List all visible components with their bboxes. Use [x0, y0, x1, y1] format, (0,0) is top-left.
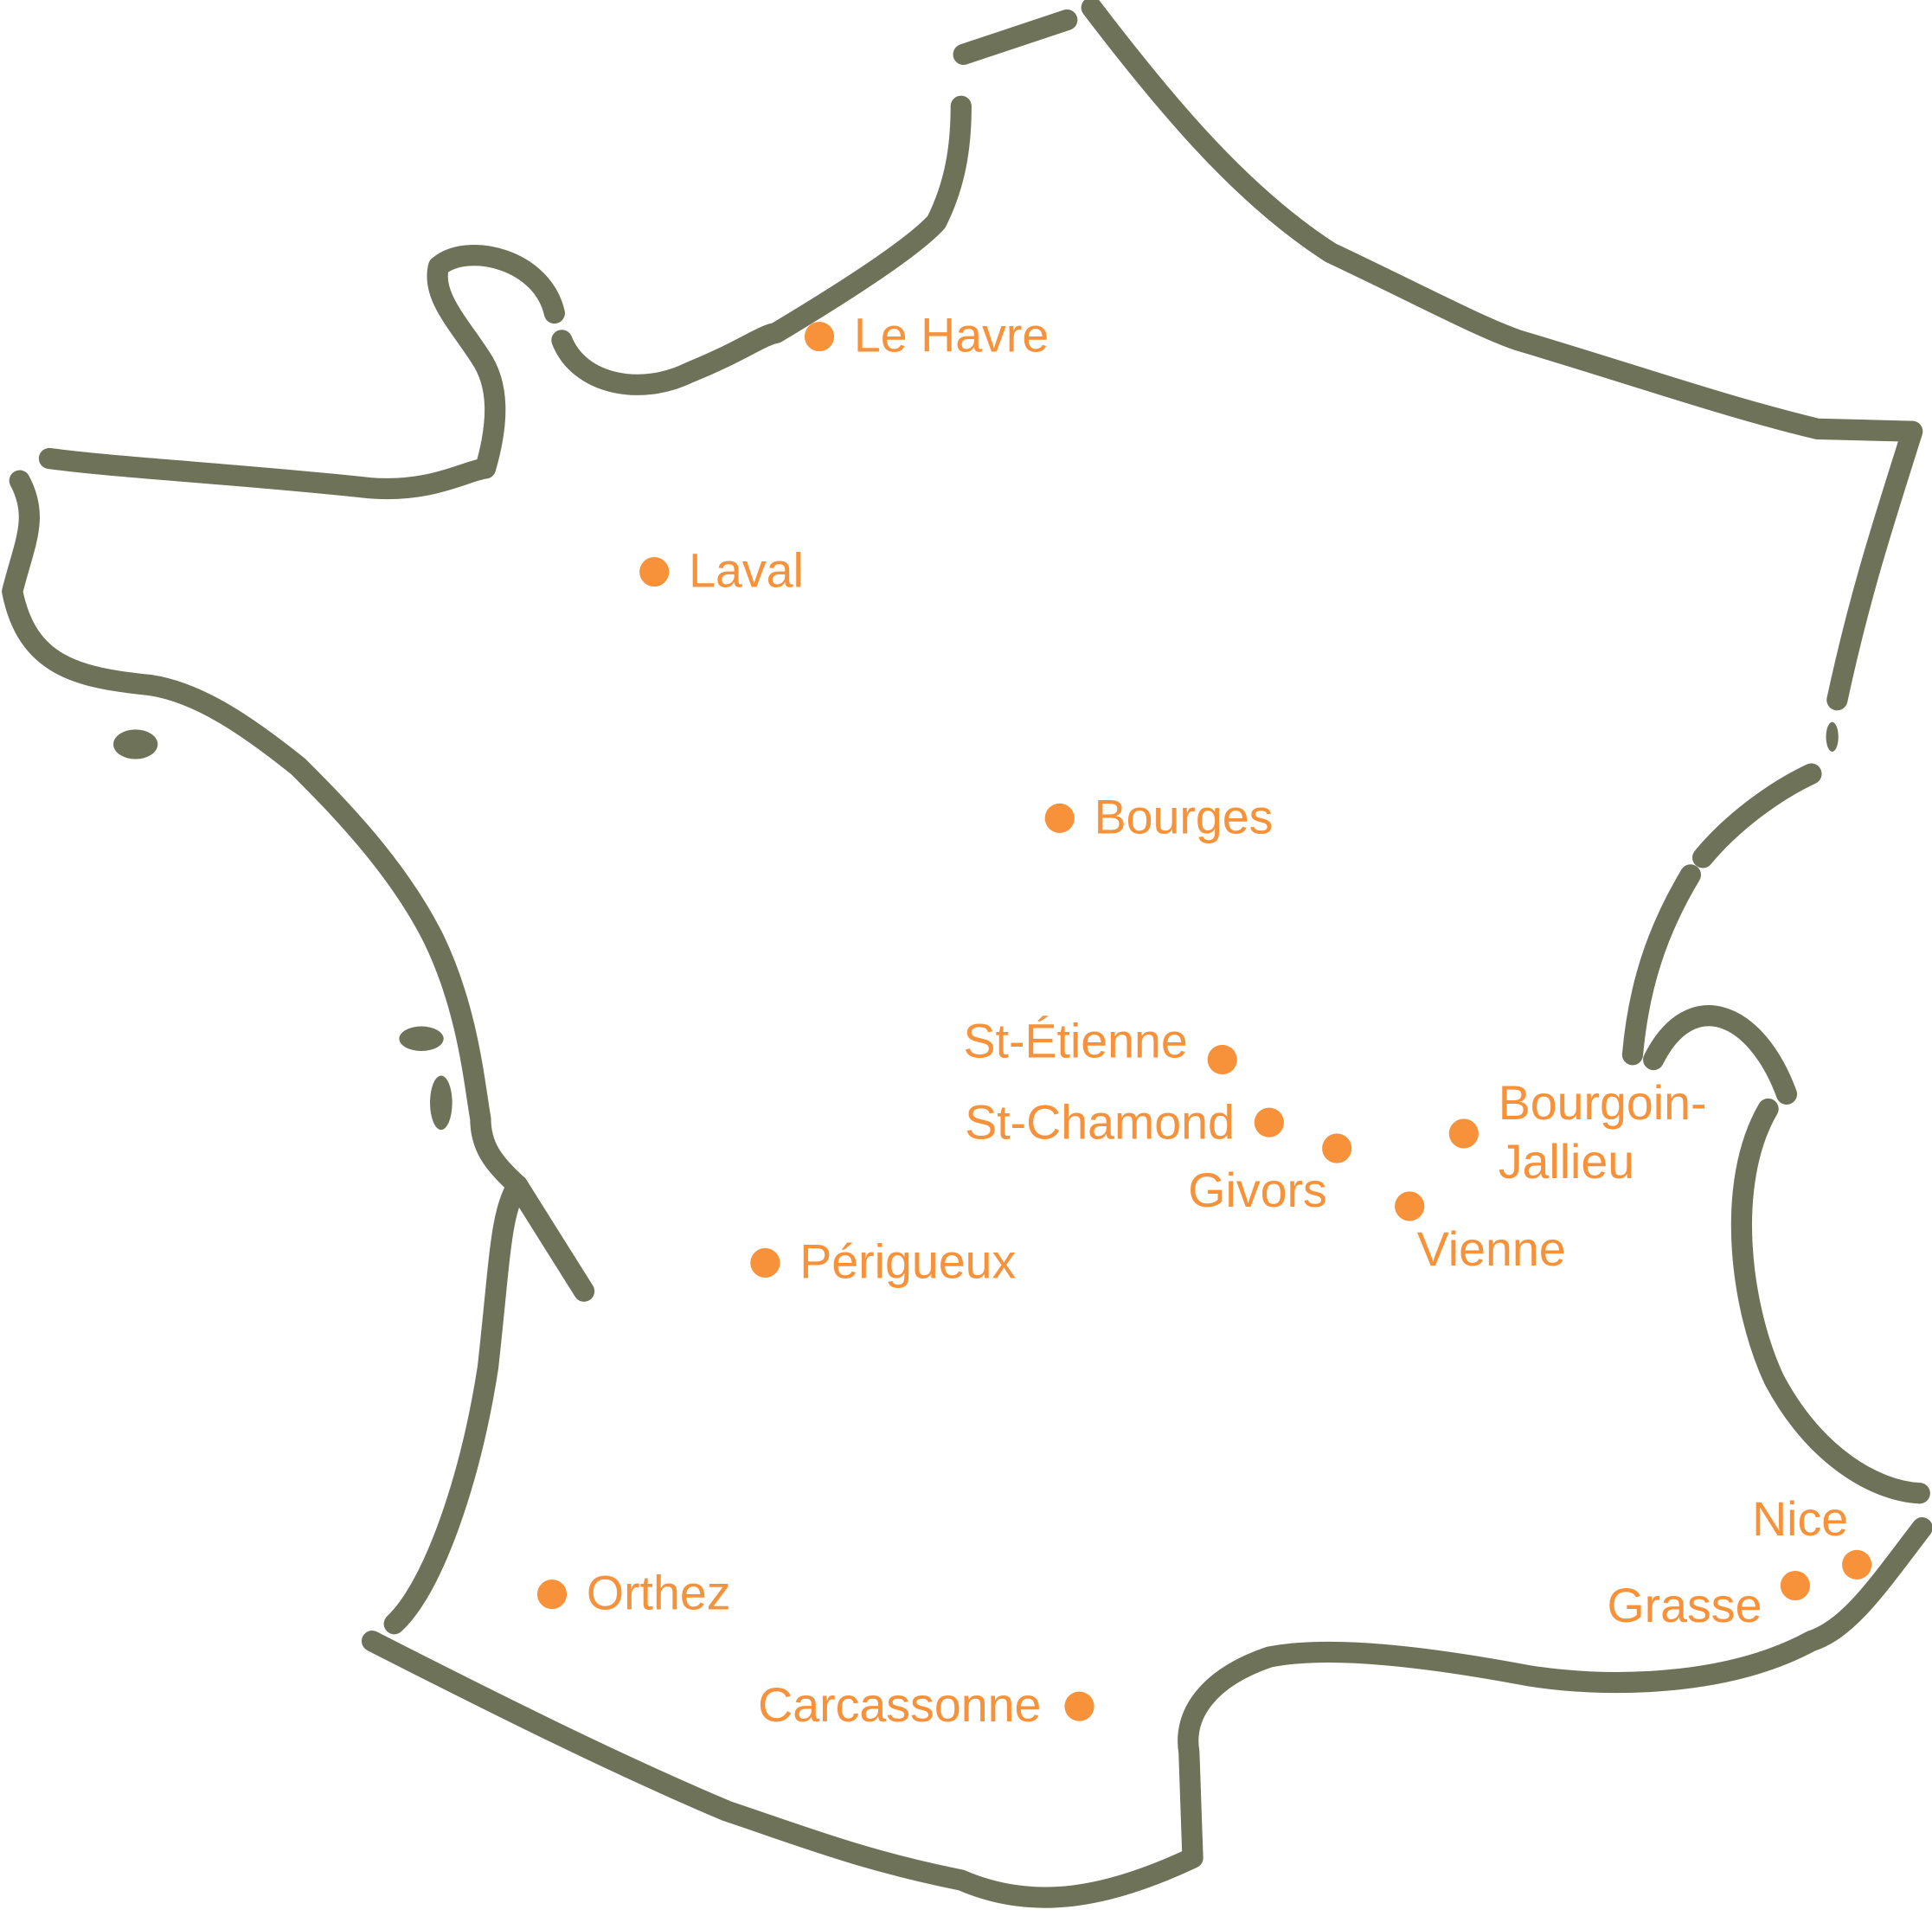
- city-label: Grasse: [1607, 1579, 1762, 1632]
- lake-marker: [1826, 721, 1839, 752]
- city-marker[interactable]: [1395, 1191, 1425, 1221]
- city-laval[interactable]: Laval: [639, 544, 804, 598]
- city-label: St-Étienne: [964, 1015, 1188, 1068]
- city-label-line2: Jallieu: [1499, 1135, 1634, 1189]
- city-label: Périgueux: [799, 1234, 1016, 1288]
- city-marker[interactable]: [1207, 1044, 1237, 1075]
- city-label: Vienne: [1417, 1222, 1566, 1276]
- city-label-line1: Bourgoin-: [1499, 1076, 1707, 1130]
- island-belle-ile: [113, 729, 158, 759]
- city-marker[interactable]: [1842, 1549, 1872, 1580]
- city-bourges[interactable]: Bourges: [1044, 790, 1274, 843]
- city-marker[interactable]: [750, 1247, 780, 1278]
- city-marker[interactable]: [1044, 803, 1075, 833]
- city-label: Le Havre: [854, 309, 1049, 362]
- city-st-chamond[interactable]: St-Chamond: [965, 1096, 1284, 1150]
- city-label: St-Chamond: [965, 1096, 1235, 1150]
- city-grasse[interactable]: Grasse: [1607, 1570, 1811, 1632]
- city-marker[interactable]: [1322, 1133, 1352, 1163]
- city-orthez[interactable]: Orthez: [536, 1567, 731, 1620]
- city-bourgoin-jallieu[interactable]: Bourgoin- Jallieu: [1448, 1076, 1707, 1189]
- island-re: [399, 1026, 444, 1052]
- city-label: Givors: [1188, 1163, 1326, 1217]
- city-nice[interactable]: Nice: [1752, 1492, 1872, 1580]
- city-label: Bourges: [1094, 790, 1274, 843]
- city-vienne[interactable]: Vienne: [1395, 1191, 1566, 1276]
- city-marker[interactable]: [1064, 1691, 1094, 1721]
- city-marker[interactable]: [1448, 1118, 1479, 1149]
- island-oleron: [430, 1075, 453, 1131]
- city-carcassonne[interactable]: Carcassonne: [758, 1678, 1094, 1732]
- city-marker[interactable]: [804, 321, 835, 352]
- city-label: Laval: [689, 544, 804, 598]
- city-givors[interactable]: Givors: [1188, 1133, 1352, 1217]
- city-marker[interactable]: [1780, 1570, 1811, 1601]
- city-perigueux[interactable]: Périgueux: [750, 1234, 1017, 1288]
- city-label: Nice: [1752, 1492, 1848, 1546]
- city-marker[interactable]: [536, 1579, 568, 1610]
- city-label: Carcassonne: [758, 1678, 1041, 1732]
- city-marker[interactable]: [1254, 1107, 1284, 1137]
- city-le-havre[interactable]: Le Havre: [804, 309, 1049, 362]
- city-label: Orthez: [587, 1567, 731, 1620]
- city-marker[interactable]: [639, 556, 670, 587]
- city-st-etienne[interactable]: St-Étienne: [964, 1015, 1237, 1075]
